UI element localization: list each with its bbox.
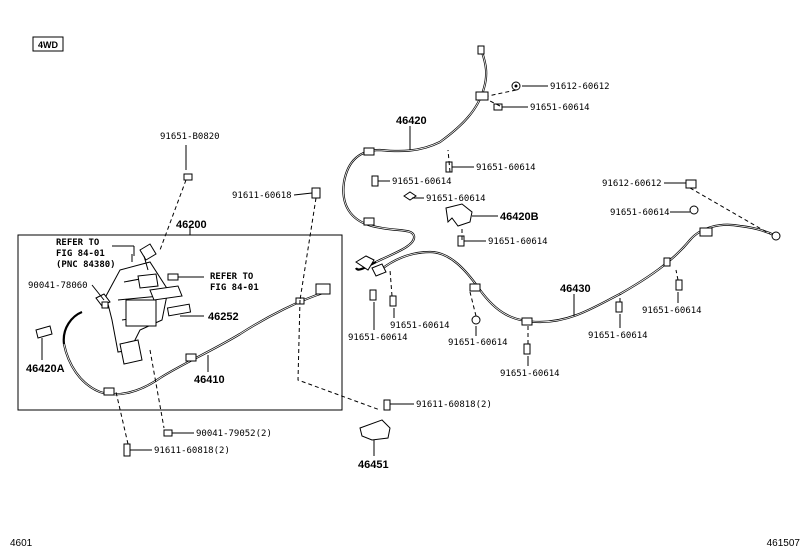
- label-46420: 46420: [396, 115, 427, 127]
- label-91651-60614-b: 91651-60614: [476, 163, 536, 173]
- footer-left-code: 4601: [10, 538, 33, 549]
- refer-to-2-line2: FIG 84-01: [210, 283, 259, 293]
- label-91611-60818-b: 91611-60818(2): [154, 446, 230, 456]
- label-46430: 46430: [560, 283, 591, 295]
- label-91651-60614-a: 91651-60614: [530, 103, 590, 113]
- 4wd-badge: 4WD: [32, 36, 64, 52]
- label-91651-60614-i: 91651-60614: [348, 333, 408, 343]
- refer-to-1-line2: FIG 84-01: [56, 249, 105, 259]
- pedal-assembly: [95, 243, 192, 365]
- label-91651-60614-g: 91651-60614: [642, 306, 702, 316]
- label-46451: 46451: [358, 459, 389, 471]
- label-46410: 46410: [194, 374, 225, 386]
- label-46420A: 46420A: [26, 363, 65, 375]
- cable-46420: [342, 45, 489, 271]
- label-91612-60612-upper: 91612-60612: [550, 82, 610, 92]
- label-90041-79052: 90041-79052(2): [196, 429, 272, 439]
- label-91611-60618: 91611-60618: [232, 191, 292, 201]
- label-46252: 46252: [208, 311, 239, 323]
- label-91651-60614-f: 91651-60614: [610, 208, 670, 218]
- label-91651-60614-d: 91651-60614: [426, 194, 486, 204]
- label-91651-60614-j: 91651-60614: [588, 331, 648, 341]
- assembly-46200-box: [17, 234, 343, 411]
- footer-right-code: 461507: [767, 538, 801, 549]
- leader-lines: [41, 85, 690, 456]
- cable-46430: [371, 223, 781, 326]
- label-91651-60614-h: 91651-60614: [390, 321, 450, 331]
- label-91651-B0820: 91651-B0820: [160, 132, 220, 142]
- label-91651-60614-l: 91651-60614: [500, 369, 560, 379]
- 4wd-badge-text: 4WD: [38, 40, 59, 50]
- label-91611-60818-a: 91611-60818(2): [416, 400, 492, 410]
- refer-to-1-line3: (PNC 84380): [56, 260, 116, 270]
- part-46420B-shape: [445, 203, 473, 227]
- label-91651-60614-c: 91651-60614: [392, 177, 452, 187]
- part-46420A-shape: [35, 325, 53, 339]
- label-46420B: 46420B: [500, 211, 539, 223]
- label-91651-60614-e: 91651-60614: [488, 237, 548, 247]
- refer-to-2-line1: REFER TO: [210, 272, 254, 282]
- cable-46410: [62, 283, 331, 396]
- part-46451-shape: [359, 419, 391, 441]
- label-91651-60614-k: 91651-60614: [448, 338, 508, 348]
- label-46200: 46200: [176, 219, 207, 231]
- label-91612-60612-right: 91612-60612: [602, 179, 662, 189]
- assembly-lines: [115, 89, 771, 445]
- refer-to-1-line1: REFER TO: [56, 238, 100, 248]
- label-90041-78060: 90041-78060: [28, 281, 88, 291]
